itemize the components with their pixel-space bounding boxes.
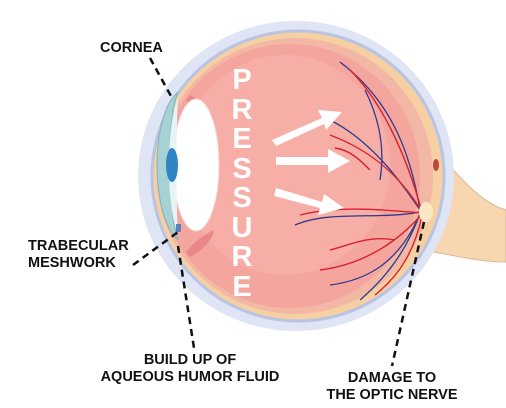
pressure-letter: E [222, 125, 262, 155]
pressure-letter: S [222, 184, 262, 214]
label-cornea-text: CORNEA [100, 40, 163, 57]
label-trabecular-meshwork: TRABECULAR MESHWORK [28, 238, 129, 272]
pressure-letter: U [222, 214, 262, 244]
trabecular-meshwork [176, 224, 181, 232]
label-damage-line2: THE OPTIC NERVE [312, 387, 472, 404]
label-aqueous-buildup: BUILD UP OF AQUEOUS HUMOR FLUID [68, 352, 312, 386]
pressure-label: P R E S S U R E [222, 66, 262, 302]
label-damage-line1: DAMAGE TO [312, 370, 472, 387]
optic-disc [419, 202, 433, 222]
lens [173, 99, 219, 231]
label-trabecular-line2: MESHWORK [28, 255, 129, 272]
label-buildup-line1: BUILD UP OF [68, 352, 312, 369]
pressure-letter: S [222, 155, 262, 185]
macula [433, 159, 439, 171]
pressure-letter: P [222, 66, 262, 96]
pressure-letter: R [222, 243, 262, 273]
pressure-letter: E [222, 273, 262, 303]
iris [166, 148, 178, 182]
pressure-letter: R [222, 96, 262, 126]
label-buildup-line2: AQUEOUS HUMOR FLUID [68, 369, 312, 386]
leader-cornea [150, 58, 172, 98]
label-cornea: CORNEA [100, 40, 163, 57]
label-optic-nerve-damage: DAMAGE TO THE OPTIC NERVE [312, 370, 472, 404]
label-trabecular-line1: TRABECULAR [28, 238, 129, 255]
